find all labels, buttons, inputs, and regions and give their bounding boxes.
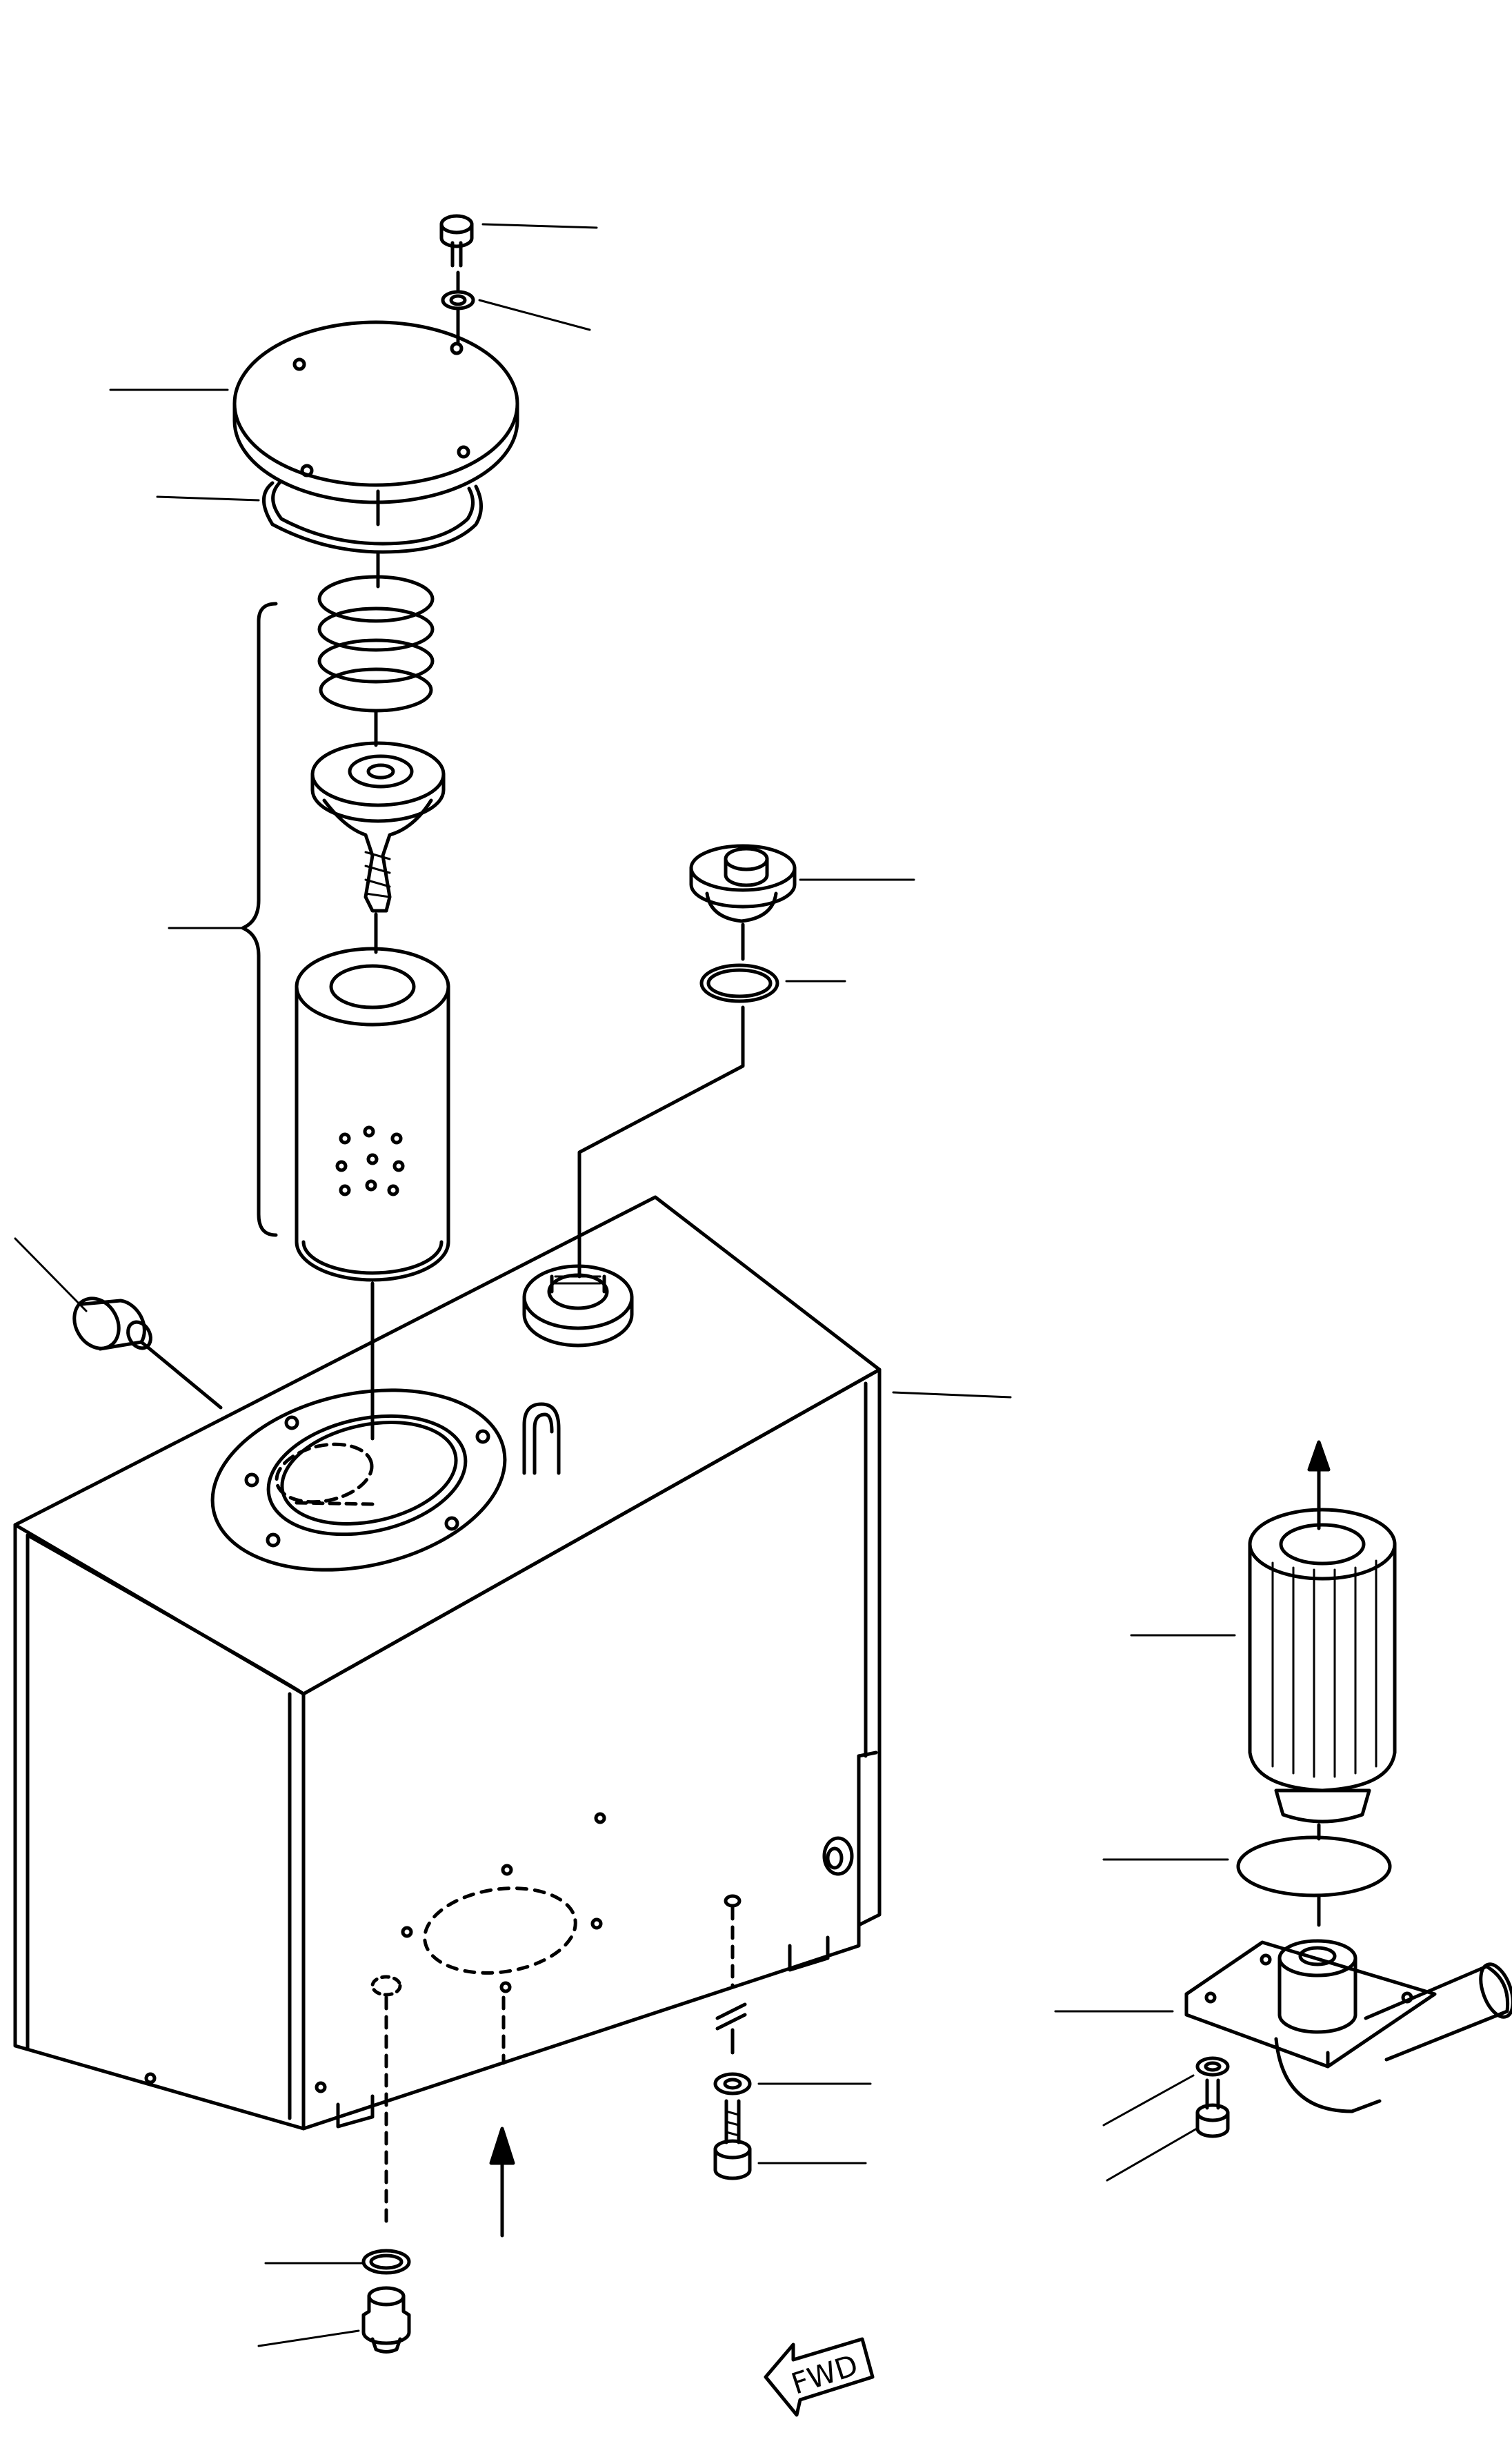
filter-mount-flange	[210, 1388, 507, 1572]
flange-bolt	[1195, 2078, 1230, 2138]
bottom-port	[423, 1886, 577, 1975]
strainer-flange-pipe	[1184, 1939, 1512, 2113]
filter-assembly-bracket	[241, 602, 278, 1237]
axis-break	[715, 2002, 747, 2031]
return-filter-element	[295, 947, 450, 1282]
drain-plug	[361, 2286, 411, 2354]
forward-direction-arrow: FWD	[764, 2337, 875, 2417]
cover-o-ring	[262, 481, 483, 554]
callout-leaders	[14, 223, 1236, 2347]
filler-cap-o-ring	[699, 963, 779, 1003]
filler-neck	[522, 1264, 634, 1348]
flange-washer	[1195, 2056, 1230, 2077]
gauge-leader	[139, 1340, 223, 1410]
hydraulic-tank	[13, 1195, 882, 2131]
filler-leader	[577, 1005, 745, 1279]
cover-bolt	[439, 214, 474, 268]
filter-spring	[317, 575, 435, 713]
bottom-port-holes	[370, 1864, 742, 1997]
cover-washer	[441, 290, 475, 310]
port-flow-arrow	[489, 2127, 515, 2165]
filler-cap	[689, 844, 797, 923]
drain-o-ring	[361, 2249, 411, 2275]
tank-cover	[232, 320, 519, 504]
strainer-flow-arrow	[1307, 1440, 1331, 1472]
filter-valve	[310, 741, 446, 913]
tank-mount-washer	[713, 2072, 752, 2095]
tank-mount-bolt	[713, 2099, 752, 2180]
sight-gauge-plug	[72, 1296, 152, 1351]
lifting-hook	[522, 1402, 561, 1475]
suction-strainer	[1248, 1508, 1397, 1824]
strainer-o-ring	[1236, 1835, 1392, 1897]
